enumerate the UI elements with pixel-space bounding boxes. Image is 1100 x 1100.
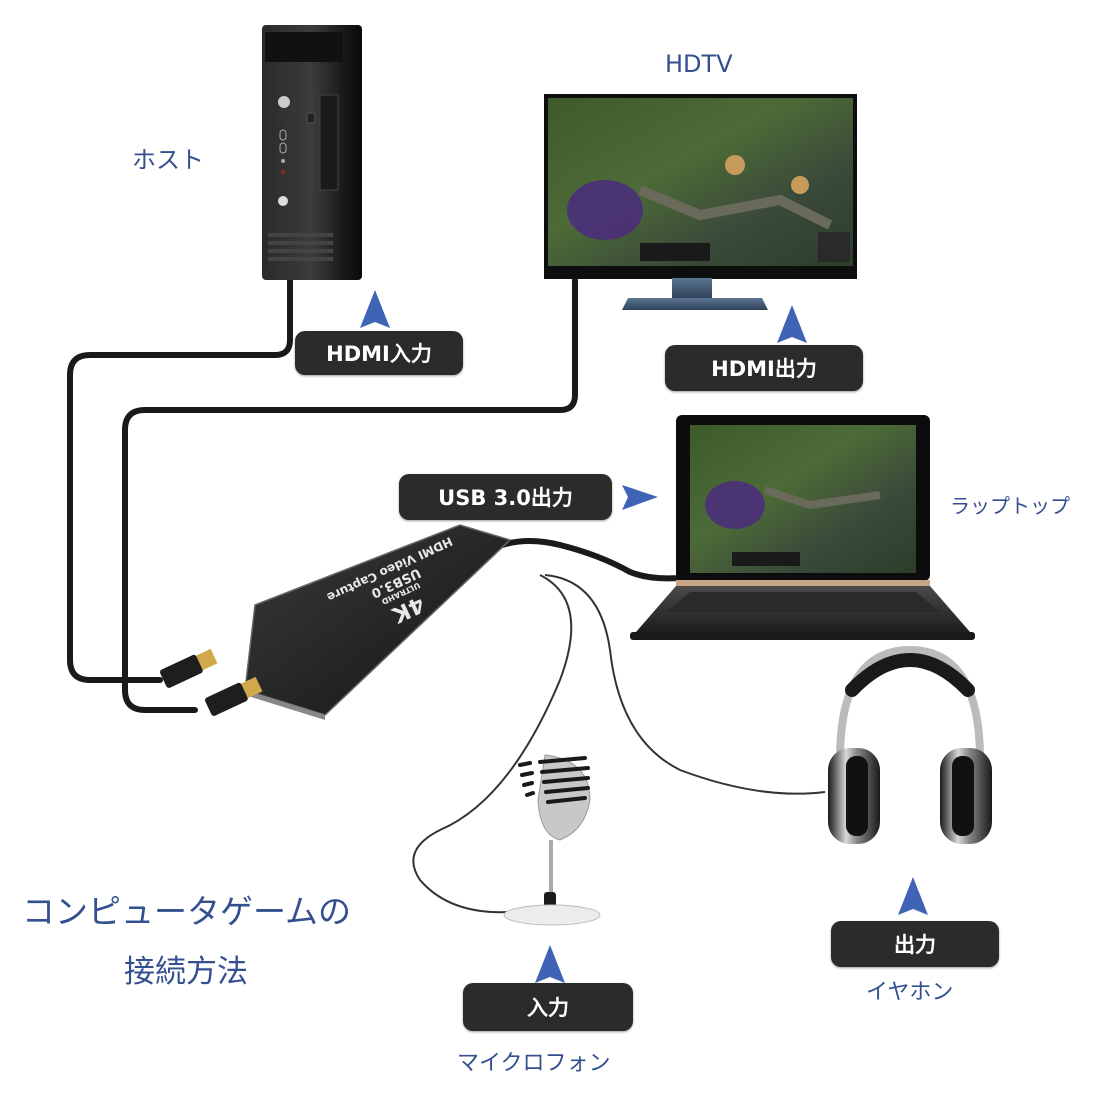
arrow-hdtv [777, 305, 807, 343]
host-port-label: HDMI入力 [295, 331, 463, 375]
arrows [360, 290, 928, 983]
cable-laptop [487, 538, 683, 582]
cable-hdtv [122, 277, 578, 713]
host-pc-tower [262, 25, 362, 280]
hdtv-label: HDTV [665, 50, 733, 78]
headphones-label: イヤホン [866, 980, 954, 1005]
microphone-illustration [503, 754, 601, 926]
diagram-title-line1: コンピュータゲームの [22, 892, 352, 931]
arrow-microphone [535, 945, 565, 983]
cable-microphone [412, 574, 573, 914]
microphone-label: マイクロフォン [457, 1051, 611, 1076]
cables [67, 277, 683, 713]
laptop-port-label: USB 3.0出力 [399, 474, 612, 520]
hdtv-port-label: HDMI出力 [665, 345, 863, 391]
cable-host [67, 277, 293, 683]
microphone-port-label: 入力 [463, 983, 633, 1031]
headphones-illustration [828, 645, 992, 844]
capture-card-device [244, 524, 512, 720]
arrow-headphones [898, 877, 928, 915]
cable-headphones [544, 574, 826, 795]
headphones-port-label: 出力 [831, 921, 999, 967]
diagram-title-line2: 接続方法 [124, 954, 248, 990]
laptop-computer [630, 415, 975, 640]
host-label: ホスト [132, 146, 204, 174]
hdtv-monitor [544, 94, 857, 310]
audio-cables [412, 574, 826, 914]
arrow-host [360, 290, 390, 328]
laptop-label: ラップトップ [950, 494, 1070, 518]
arrow-laptop [622, 485, 658, 510]
hdmi-plugs [160, 648, 263, 716]
